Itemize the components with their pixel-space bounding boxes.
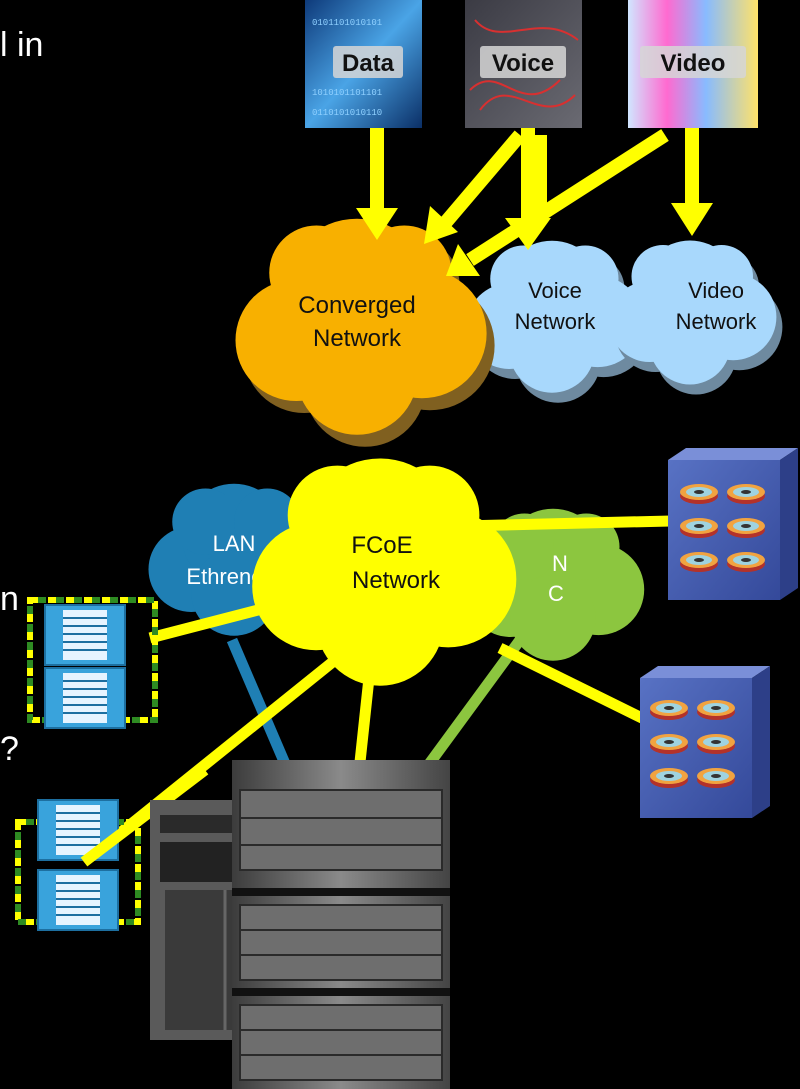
text-fragment-mid: n [0, 580, 19, 618]
storage-array-upper [668, 448, 798, 600]
text-fragment-question: ? [0, 730, 19, 768]
switch-stack-upper [27, 597, 158, 729]
switch-stack-lower [15, 799, 141, 931]
svg-text:0110101010110: 0110101010110 [312, 108, 382, 118]
voice-network-cloud: Voice Network [466, 240, 650, 403]
svg-text:Converged: Converged [298, 292, 415, 319]
video-tile: Video [628, 0, 758, 128]
storage-array-lower [640, 666, 770, 818]
svg-text:C: C [548, 581, 564, 606]
svg-text:LAN: LAN [213, 531, 256, 556]
video-network-cloud: Video Network [609, 240, 783, 395]
svg-text:Video: Video [688, 278, 744, 303]
svg-text:Network: Network [515, 309, 597, 334]
svg-text:Network: Network [676, 309, 758, 334]
fcoe-network-cloud: FCoE Network [252, 458, 517, 686]
convergence-arrows [356, 128, 713, 276]
data-tile-label: Data [342, 50, 395, 77]
svg-text:1010101101101: 1010101101101 [312, 88, 382, 98]
svg-text:FCoE: FCoE [351, 532, 412, 559]
svg-text:Voice: Voice [528, 278, 582, 303]
converged-network-cloud: Converged Network [235, 218, 495, 447]
voice-tile-label: Voice [492, 50, 554, 77]
san-fc-cloud: N C [467, 508, 645, 661]
video-tile-label: Video [661, 50, 726, 77]
svg-text:Network: Network [313, 325, 402, 352]
blade-server-rack [232, 760, 450, 1089]
data-tile: 0101101010101 1010101101101 011010101011… [305, 0, 422, 128]
svg-text:N: N [552, 551, 568, 576]
svg-text:Network: Network [352, 567, 441, 594]
voice-tile: Voice [465, 0, 582, 128]
text-fragment-top: l in [0, 26, 44, 64]
svg-text:0101101010101: 0101101010101 [312, 18, 382, 28]
